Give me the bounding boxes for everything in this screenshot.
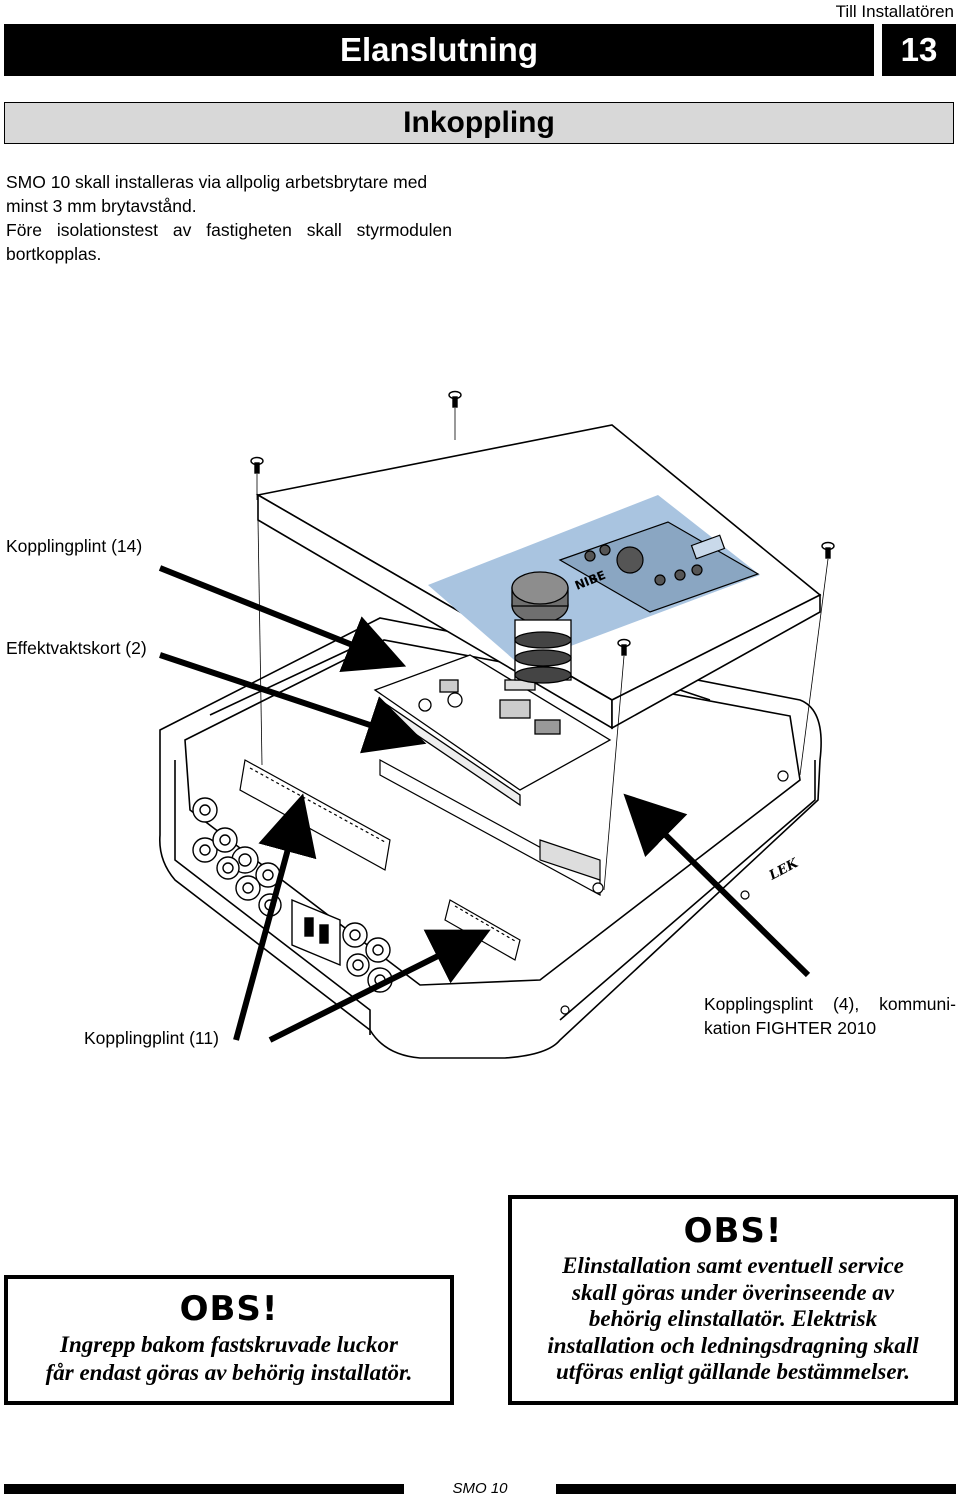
label-kopplingsplint-4-line2: kation FIGHTER 2010: [704, 1018, 877, 1038]
intro-line-1: SMO 10 skall installeras via allpolig ar…: [6, 172, 428, 192]
warning-2-line-4: installation och ledningsdragning skall: [547, 1332, 919, 1358]
warning-1-title: OBS!: [179, 1289, 279, 1329]
callout-arrows: [158, 565, 811, 1043]
warning-1-line-1: Ingrepp bakom fastskruvade luckor: [60, 1332, 398, 1357]
intro-line-3: Före isolationstest av fastigheten skall…: [6, 220, 452, 240]
intro-text: SMO 10 skall installeras via allpolig ar…: [6, 170, 452, 266]
warning-2-title: OBS!: [683, 1211, 783, 1251]
installation-illustration: NIBE LEK: [158, 390, 835, 1059]
cable-glands: [192, 797, 393, 993]
label-kopplingsplint-4: Kopplingsplint (4), kommuni- kation FIGH…: [704, 992, 956, 1040]
warning-box-1: OBS! Ingrepp bakom fastskruvade luckor f…: [4, 1275, 454, 1405]
footer-bar-right: [556, 1484, 956, 1494]
footer-label: SMO 10: [452, 1480, 508, 1497]
warning-2-line-2: skall göras under överinseende av: [572, 1279, 894, 1305]
warning-box-2: OBS! Elinstallation samt eventuell servi…: [508, 1195, 958, 1405]
warning-2-line-3: behörig elinstallatör. Elektrisk: [588, 1306, 878, 1331]
terminal-row-right: [379, 758, 601, 897]
screw-guide-lines: [256, 408, 829, 891]
warning-2-line-5: utföras enligt gällande bestämmelser.: [556, 1359, 910, 1384]
screws: [250, 390, 835, 656]
warning-2-line-1: Elinstallation samt eventuell service: [562, 1253, 904, 1278]
warning-1-line-2: får endast göras av behörig installatör.: [45, 1360, 413, 1385]
section-heading: Inkoppling: [4, 102, 954, 144]
footer-bar-left: [4, 1484, 404, 1494]
label-kopplingplint-11: Kopplingplint (11): [84, 1028, 219, 1048]
label-kopplingplint-14: Kopplingplint (14): [6, 536, 143, 556]
housing-holes: [560, 770, 789, 1015]
page-number: 13: [882, 24, 956, 76]
intro-line-2: minst 3 mm brytavstånd.: [6, 196, 197, 216]
control-panel: [558, 521, 760, 613]
side-marking: LEK: [766, 856, 801, 884]
label-effektvaktskort-2: Effektvaktskort (2): [6, 638, 147, 658]
rotary-switch: [511, 571, 572, 684]
main-switch: [291, 898, 341, 967]
header-section-name: Till Installatören: [835, 2, 954, 21]
intro-line-4: bortkopplas.: [6, 244, 102, 264]
label-kopplingsplint-4-line1: Kopplingsplint (4), kommuni-: [704, 994, 956, 1014]
page-title: Elanslutning: [4, 24, 874, 76]
